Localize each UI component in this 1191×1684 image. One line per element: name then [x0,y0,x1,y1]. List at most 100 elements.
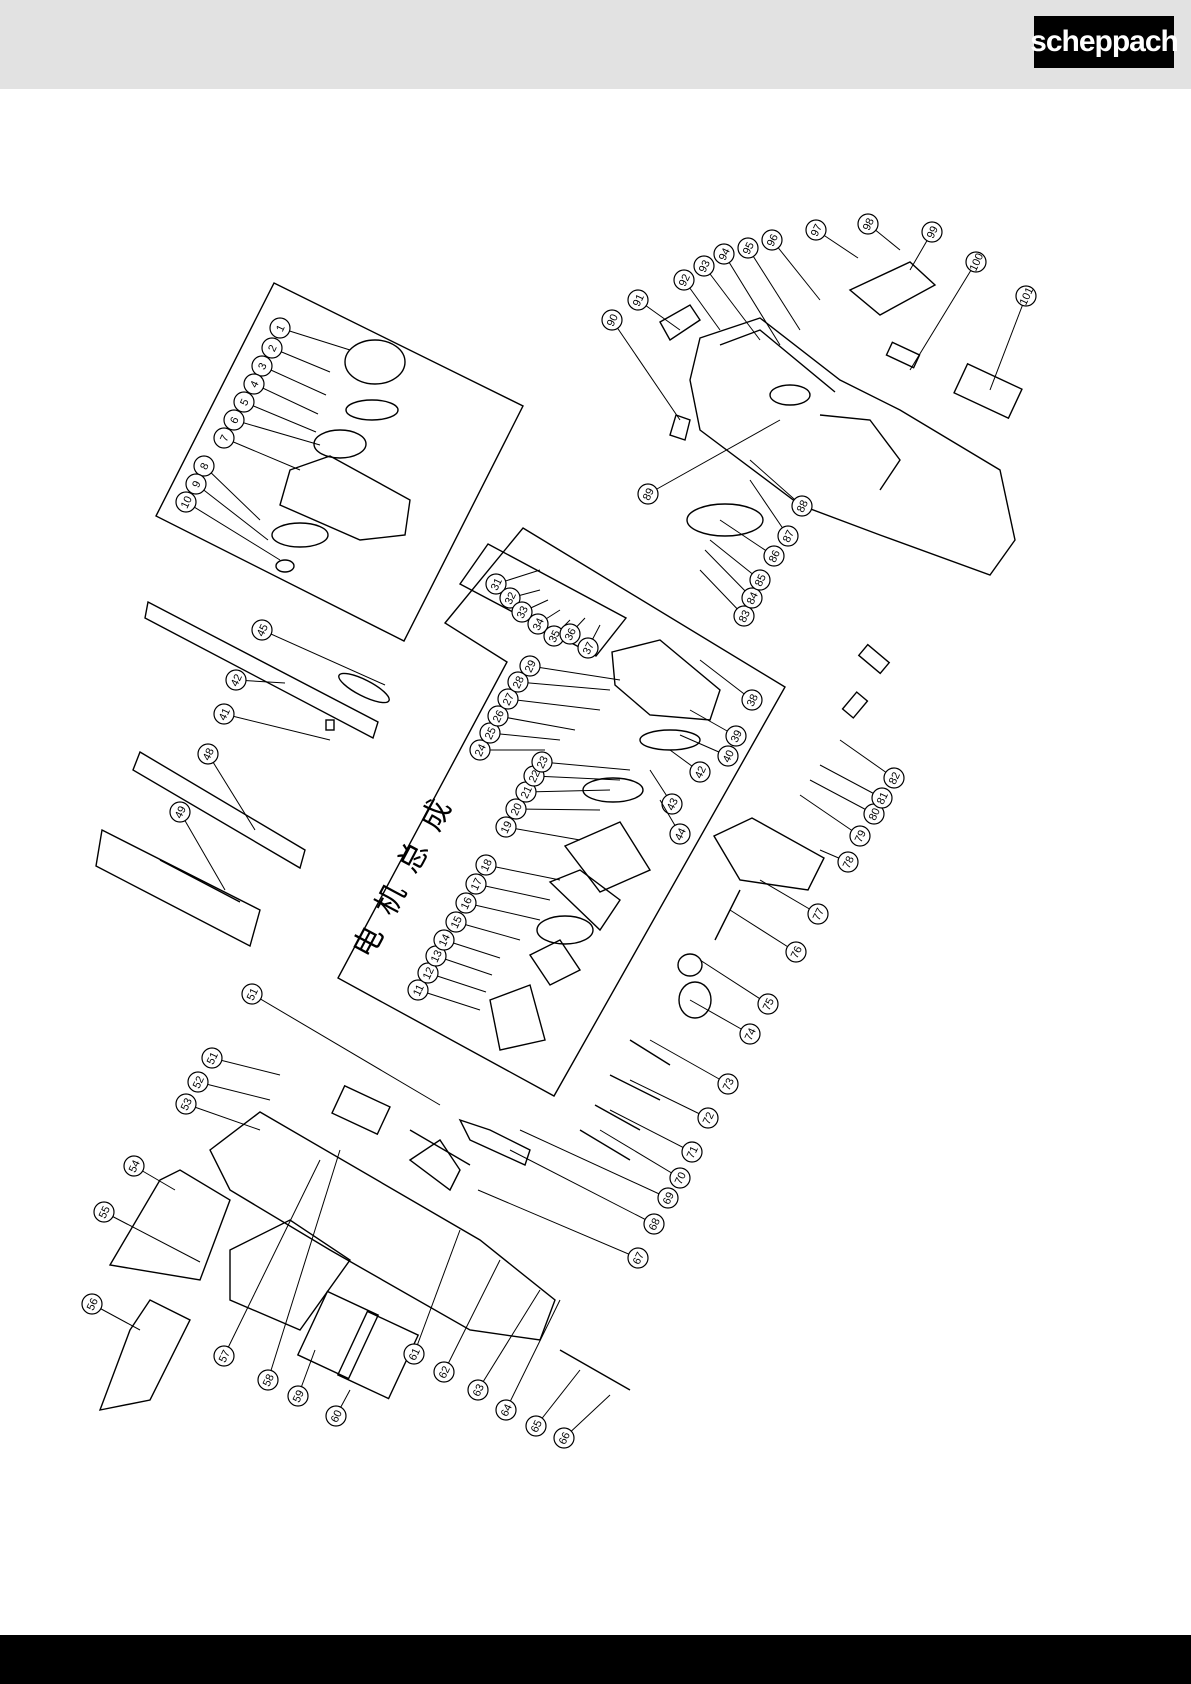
callout-leader-line [477,1289,541,1391]
callout-number: 44 [673,826,689,842]
callout-number: 77 [811,906,827,922]
brush-subgroup-box [458,543,628,657]
callout-circle [499,587,521,609]
callout-42: 42 [669,749,711,783]
callout-leader-line [989,295,1027,391]
callout-leader-line [251,993,441,1106]
callout-number: 75 [761,996,777,1012]
callout-14: 14 [433,929,501,959]
callout-number: 85 [753,572,769,588]
callout-48: 48 [197,743,256,831]
callout-12: 12 [417,962,487,993]
callout-42: 42 [225,669,286,691]
callout-11: 11 [407,979,481,1011]
callout-leader-line [185,501,281,561]
callout-leader-line [799,794,861,837]
callout-number: 99 [925,224,941,240]
callout-leader-line [839,739,895,779]
callout-leader-line [525,789,611,793]
callout-circle [287,1385,309,1407]
callout-leader-line [689,999,751,1035]
callout-circle [93,1201,115,1223]
callout-circle [741,689,763,711]
callout-circle [123,1155,145,1177]
callout-circle [643,1213,665,1235]
callout-number: 76 [789,944,805,960]
callout-leader-line [747,247,801,331]
callout-leader-line [771,239,821,301]
callout-29: 29 [519,655,621,681]
callout-53: 53 [175,1093,261,1131]
callout-15: 15 [445,911,521,941]
callout-circle [505,798,527,820]
callout-28: 28 [507,671,611,693]
callout-2: 2 [261,337,331,373]
callout-circle [805,219,827,241]
callout-82: 82 [839,739,905,789]
callout-number: 69 [661,1190,677,1206]
callout-94: 94 [713,243,781,346]
callout-leader-line [223,437,301,471]
callout-76: 76 [729,909,807,963]
callout-leader-line [541,761,631,771]
callout-number: 67 [631,1250,647,1266]
callout-circle [261,337,283,359]
callout-circle [717,745,739,767]
callout-leader-line [455,921,521,941]
callout-circle [197,743,219,765]
callout-number: 51 [245,986,261,1002]
callout-100: 100 [909,251,987,371]
callout-number: 49 [173,804,189,820]
callout-9: 9 [185,473,269,541]
callout-number: 48 [201,746,217,762]
callout-number: 56 [85,1296,101,1312]
callout-circle [717,1073,739,1095]
callout-51: 51 [201,1047,281,1076]
callout-circle [169,801,191,823]
callout-number: 43 [665,796,681,812]
callout-72: 72 [629,1079,719,1129]
callout-number: 7 [218,433,231,444]
callout-31: 31 [485,569,541,595]
callout-leader-line [719,519,775,557]
callout-74: 74 [689,999,761,1045]
callout-leader-line [759,879,819,915]
callout-circle [921,221,943,243]
callout-number: 3 [256,361,269,372]
callout-leader-line [203,465,261,521]
callout-leader-line [261,629,386,686]
callout-45: 45 [251,619,386,686]
callout-circle [713,243,735,265]
callout-circle [527,613,549,635]
callout-number: 59 [291,1388,307,1404]
callout-number: 32 [503,590,519,606]
callout-98: 98 [857,213,901,251]
callout-circle [225,669,247,691]
callout-number: 58 [261,1372,277,1388]
callout-circle [741,587,763,609]
callout-circle [193,455,215,477]
callout-circle [531,751,553,773]
callout-circle [669,823,691,845]
callout-leader-line [475,883,551,901]
main-housing [98,1084,631,1411]
callout-circle [763,545,785,567]
callout-97: 97 [805,219,859,259]
callout-59: 59 [287,1349,316,1407]
callout-number: 28 [511,674,527,690]
callout-leader-line [233,419,321,446]
callout-number: 2 [266,343,279,354]
callout-leader-line [699,659,753,701]
callout-circle [185,473,207,495]
callout-number: 65 [529,1418,545,1434]
callout-86: 86 [719,519,785,567]
motor-assembly-box [337,527,786,1097]
callout-number: 61 [407,1346,423,1362]
callout-19: 19 [495,816,581,841]
rods [579,1039,671,1161]
callout-leader-line [517,681,611,691]
callout-leader-line [207,753,256,831]
callout-number: 82 [887,770,903,786]
callout-circle [559,623,581,645]
callout-circle [525,1415,547,1437]
